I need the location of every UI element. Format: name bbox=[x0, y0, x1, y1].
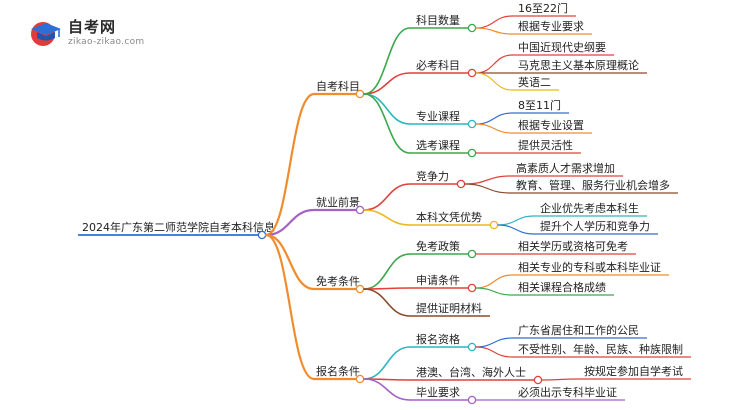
leaf-2-1-0: 相关专业的专科或本科毕业证 bbox=[518, 260, 661, 274]
leaf-0-1-2: 英语二 bbox=[518, 75, 551, 89]
node-joint[interactable] bbox=[467, 342, 477, 352]
subtopic-1-1: 本科文凭优势 bbox=[416, 210, 482, 224]
node-joint[interactable] bbox=[467, 68, 477, 78]
subtopic-1-0: 竞争力 bbox=[416, 169, 449, 183]
subtopic-3-0: 报名资格 bbox=[416, 332, 460, 346]
subtopic-2-2: 提供证明材料 bbox=[416, 301, 482, 315]
leaf-2-1-1: 相关课程合格成绩 bbox=[518, 280, 606, 294]
leaf-0-3-0: 提供灵活性 bbox=[518, 138, 573, 152]
subtopic-0-2: 专业课程 bbox=[416, 109, 460, 123]
leaf-3-0-1: 不受性别、年龄、民族、种族限制 bbox=[518, 342, 683, 356]
leaf-2-0-0: 相关学历或资格可免考 bbox=[518, 239, 628, 253]
node-joint[interactable] bbox=[533, 375, 543, 385]
subtopic-3-2: 毕业要求 bbox=[416, 386, 460, 399]
subtopic-0-3: 选考课程 bbox=[416, 139, 460, 152]
leaf-1-1-0: 企业优先考虑本科生 bbox=[540, 201, 639, 215]
node-joint[interactable] bbox=[467, 148, 477, 158]
root-topic: 2024年广东第二师范学院自考本科信息 bbox=[82, 220, 275, 234]
site-logo[interactable]: 自考网 zikao-zikao.com bbox=[28, 16, 148, 50]
subtopic-2-1: 申请条件 bbox=[416, 273, 460, 287]
node-joint[interactable] bbox=[467, 249, 477, 259]
node-joint[interactable] bbox=[489, 220, 499, 230]
node-joint[interactable] bbox=[355, 284, 365, 294]
subtopic-2-0: 免考政策 bbox=[416, 239, 460, 253]
leaf-0-2-0: 8至11门 bbox=[518, 98, 561, 112]
branch-topic-1: 就业前景 bbox=[316, 195, 360, 209]
leaf-3-2-0: 必须出示专科毕业证 bbox=[518, 385, 617, 399]
leaf-0-0-1: 根据专业要求 bbox=[518, 19, 584, 33]
graduation-cap-icon bbox=[31, 22, 61, 46]
leaf-3-1-0: 按规定参加自学考试 bbox=[584, 364, 683, 378]
node-joint[interactable] bbox=[467, 283, 477, 293]
node-joint[interactable] bbox=[257, 230, 267, 240]
leaf-0-2-1: 根据专业设置 bbox=[518, 118, 584, 132]
branch-topic-3: 报名条件 bbox=[316, 364, 360, 378]
node-joint[interactable] bbox=[456, 179, 466, 189]
subtopic-3-1: 港澳、台湾、海外人士 bbox=[416, 365, 526, 379]
leaf-1-1-1: 提升个人学历和竞争力 bbox=[540, 219, 650, 233]
node-joint[interactable] bbox=[467, 395, 477, 405]
node-joint[interactable] bbox=[355, 89, 365, 99]
subtopic-0-1: 必考科目 bbox=[416, 58, 460, 72]
leaf-0-0-0: 16至22门 bbox=[518, 1, 568, 15]
node-joint[interactable] bbox=[467, 23, 477, 33]
node-joint[interactable] bbox=[355, 374, 365, 384]
node-joint[interactable] bbox=[467, 119, 477, 129]
leaf-0-1-0: 中国近现代史纲要 bbox=[518, 41, 606, 54]
leaf-3-0-0: 广东省居住和工作的公民 bbox=[518, 323, 639, 337]
leaf-1-0-0: 高素质人才需求增加 bbox=[516, 161, 615, 175]
logo-title: 自考网 bbox=[68, 18, 117, 36]
branch-topic-0: 自考科目 bbox=[316, 79, 360, 93]
logo-subtitle: zikao-zikao.com bbox=[68, 37, 145, 47]
node-joint[interactable] bbox=[355, 205, 365, 215]
subtopic-0-0: 科目数量 bbox=[416, 13, 460, 27]
leaf-1-0-1: 教育、管理、服务行业机会增多 bbox=[516, 178, 670, 192]
leaf-0-1-1: 马克思主义基本原理概论 bbox=[518, 58, 639, 72]
branch-topic-2: 免考条件 bbox=[316, 274, 360, 288]
